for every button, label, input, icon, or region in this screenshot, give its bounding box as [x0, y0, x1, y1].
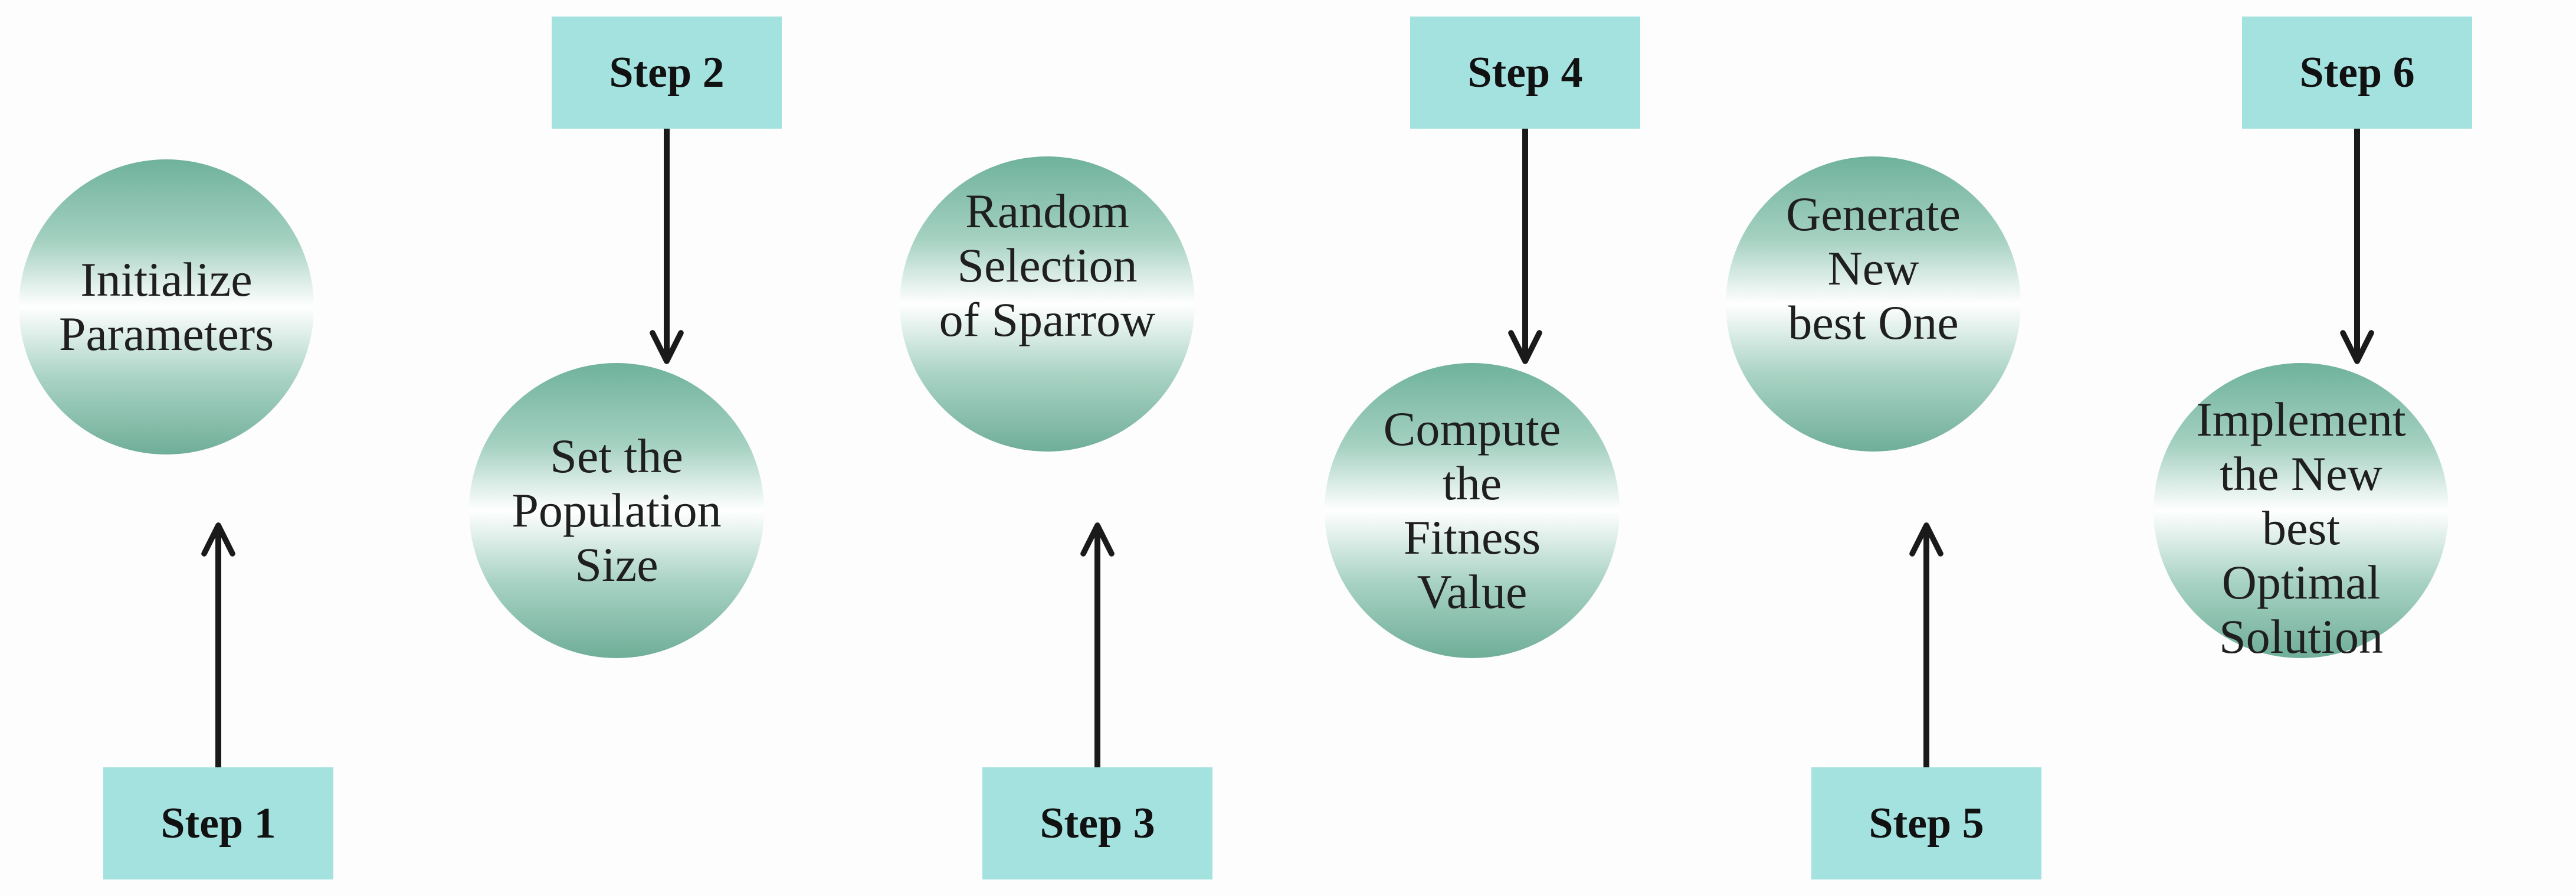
- step-label-2: Step 2: [552, 17, 782, 129]
- circle-label-step-2: Set the Population Size: [512, 429, 722, 591]
- step-label-4: Step 4: [1410, 17, 1640, 129]
- circle-step-3: Random Selection of Sparrow: [900, 156, 1195, 452]
- circle-step-6: Implement the New best Optimal Solution: [2154, 363, 2449, 663]
- circle-step-5: Generate New best One: [1726, 156, 2021, 452]
- circle-step-2: Set the Population Size: [469, 363, 764, 658]
- circle-label-step-4: Compute the Fitness Value: [1383, 402, 1561, 619]
- step-label-5: Step 5: [1811, 767, 2041, 879]
- circle-step-1: Initialize Parameters: [19, 159, 314, 454]
- circle-label-step-1: Initialize Parameters: [58, 253, 274, 361]
- step-label-1: Step 1: [103, 767, 333, 879]
- step-label-3: Step 3: [982, 767, 1212, 879]
- circle-step-4: Compute the Fitness Value: [1325, 363, 1620, 658]
- circle-label-step-5: Generate New best One: [1786, 187, 1961, 349]
- step-label-6: Step 6: [2242, 17, 2472, 129]
- circle-label-step-6: Implement the New best Optimal Solution: [2196, 393, 2406, 663]
- circle-label-step-3: Random Selection of Sparrow: [939, 184, 1156, 346]
